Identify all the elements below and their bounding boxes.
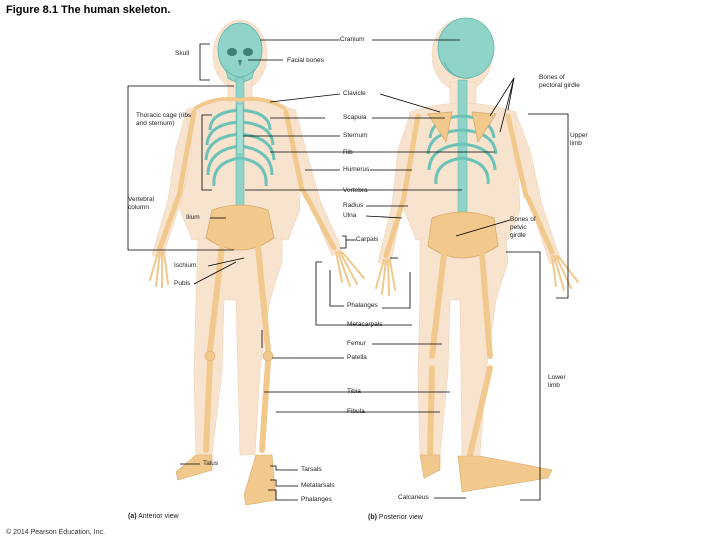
anterior-sternum	[237, 104, 243, 154]
label-phalanges-hand: Phalanges	[347, 302, 378, 310]
label-metatarsals: Metatarsals	[301, 482, 335, 490]
label-cranium: Cranium	[340, 36, 365, 44]
label-carpals: Carpals	[356, 236, 378, 244]
label-humerus: Humerus	[343, 166, 369, 174]
label-thoracic-cage: Thoracic cage (ribs and sternum)	[136, 112, 196, 128]
label-ilium: Ilium	[186, 214, 200, 222]
label-tarsals: Tarsals	[301, 466, 322, 474]
label-radius: Radius	[343, 202, 363, 210]
label-patella: Patella	[347, 354, 367, 362]
posterior-pelvis	[428, 212, 498, 258]
caption-posterior-text: Posterior view	[379, 514, 423, 521]
anterior-foot-bones	[176, 455, 276, 505]
label-phalanges-foot: Phalanges	[301, 496, 332, 504]
label-talus: Talus	[203, 460, 218, 468]
label-vertebra: Vertebra	[343, 187, 368, 195]
anterior-patella	[263, 351, 273, 361]
label-vertebral-column: Vertebral column	[128, 196, 168, 212]
label-skull: Skull	[175, 50, 189, 58]
caption-anterior-text: Anterior view	[138, 513, 178, 520]
anterior-pelvis	[206, 205, 274, 250]
label-facial-bones: Facial bones	[287, 57, 324, 65]
label-pubis: Pubis	[174, 280, 190, 288]
posterior-foot-bones	[420, 455, 552, 492]
label-fibula: Fibula	[347, 408, 365, 416]
caption-posterior-letter: (b)	[368, 514, 377, 521]
label-ulna: Ulna	[343, 212, 356, 220]
label-scapula: Scapula	[343, 114, 367, 122]
label-tibia: Tibia	[347, 388, 361, 396]
label-calcaneus: Calcaneus	[398, 494, 429, 502]
anterior-patella-left	[205, 351, 215, 361]
caption-posterior: (b) Posterior view	[368, 514, 423, 521]
copyright-notice: © 2014 Pearson Education, Inc.	[6, 529, 105, 536]
label-bones-of-pectoral-girdle: Bones of pectoral girdle	[539, 74, 583, 90]
caption-anterior: (a) Anterior view	[128, 513, 179, 520]
label-clavicle: Clavicle	[343, 90, 366, 98]
label-lower-limb: Lower limb	[548, 374, 578, 390]
label-sternum: Sternum	[343, 132, 368, 140]
label-bones-of-pelvic-girdle: Bones of pelvic girdle	[510, 216, 544, 240]
label-metacarpals: Metacarpals	[347, 321, 382, 329]
label-rib: Rib	[343, 149, 353, 157]
label-ischium: Ischium	[174, 262, 196, 270]
posterior-skull	[438, 18, 494, 78]
caption-anterior-letter: (a)	[128, 513, 137, 520]
label-femur: Femur	[347, 340, 366, 348]
label-upper-limb: Upper limb	[570, 132, 600, 148]
